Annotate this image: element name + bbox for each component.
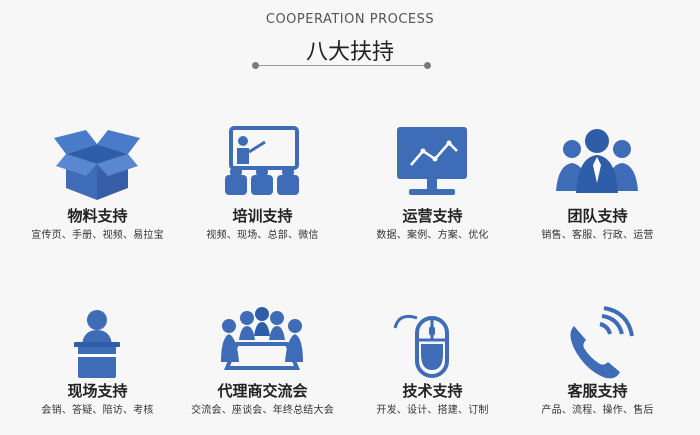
item-desc: 数据、案例、方案、优化 bbox=[376, 230, 489, 241]
divider-dot-left bbox=[252, 62, 259, 69]
item-desc: 会销、答疑、陪访、考核 bbox=[41, 405, 154, 416]
item-label: 技术支持 bbox=[402, 382, 463, 400]
item-label: 团队支持 bbox=[567, 207, 628, 225]
item-label: 运营支持 bbox=[402, 207, 463, 225]
phone-icon bbox=[552, 306, 642, 381]
section-header: COOPERATION PROCESS 八大扶持 bbox=[0, 0, 700, 80]
meeting-icon bbox=[217, 306, 307, 381]
box-icon bbox=[52, 128, 142, 203]
podium-speaker-icon bbox=[52, 306, 142, 381]
item-desc: 销售、客服、行政、运营 bbox=[541, 230, 654, 241]
item-desc: 开发、设计、搭建、订制 bbox=[376, 405, 489, 416]
item-label: 客服支持 bbox=[567, 382, 628, 400]
monitor-chart-icon bbox=[387, 125, 477, 200]
item-label: 代理商交流会 bbox=[217, 382, 308, 400]
training-board-icon bbox=[217, 125, 307, 200]
mouse-icon bbox=[387, 306, 477, 381]
item-desc: 宣传页、手册、视频、易拉宝 bbox=[31, 230, 164, 241]
team-icon bbox=[552, 125, 642, 200]
divider-dot-right bbox=[424, 62, 431, 69]
section-title: 八大扶持 bbox=[305, 40, 394, 65]
section-subtitle: COOPERATION PROCESS bbox=[265, 12, 435, 27]
item-label: 培训支持 bbox=[232, 207, 293, 225]
item-desc: 视频、现场、总部、微信 bbox=[206, 230, 319, 241]
item-desc: 交流会、座谈会、年终总结大会 bbox=[191, 405, 334, 416]
item-desc: 产品、流程、操作、售后 bbox=[541, 405, 654, 416]
item-label: 物料支持 bbox=[67, 207, 128, 225]
item-label: 现场支持 bbox=[67, 382, 128, 400]
title-divider bbox=[255, 65, 430, 66]
